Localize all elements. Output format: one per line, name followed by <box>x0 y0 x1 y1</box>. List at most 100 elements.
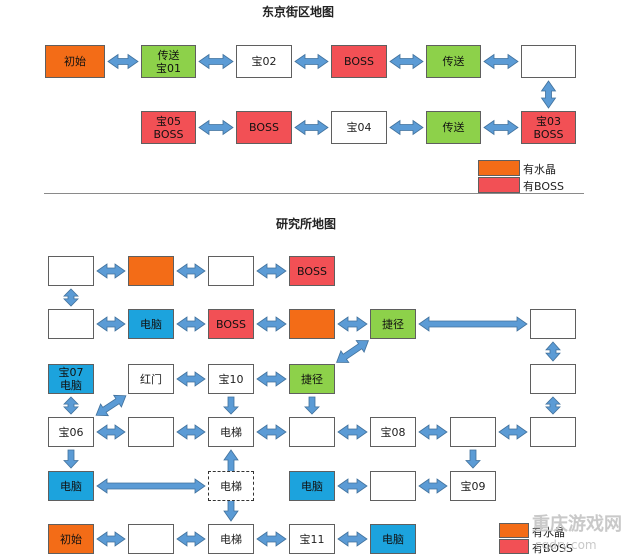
map2-node-r3f <box>530 364 576 394</box>
map1-node-boss2: BOSS <box>236 111 292 144</box>
map2-arrow-r4e-r4f <box>418 424 448 440</box>
map2-arrow-r3c-r3d <box>256 371 287 387</box>
map2-node-r6d: 宝11 <box>289 524 335 554</box>
map2-arrow-r4f-r5f <box>465 449 481 469</box>
map2-node-r4a: 宝06 <box>48 417 94 447</box>
map2-arrow-r5a-r5c <box>96 478 206 494</box>
map2-node-r2e: 捷径 <box>370 309 416 339</box>
map2-legend-swatch-crystal <box>499 523 529 538</box>
map2-arrow-r4a-r5a <box>63 449 79 469</box>
map1-arrow-t04-tp3 <box>389 119 424 136</box>
map2-node-r4d <box>289 417 335 447</box>
watermark-domain: cqdry.com <box>535 538 597 552</box>
map2-arrow-r4c-r4d <box>256 424 287 440</box>
map1-legend-boss: 有BOSS <box>523 180 564 193</box>
map2-arrow-r4f-r4g <box>498 424 528 440</box>
map2-arrow-r2e-r3d <box>336 340 369 363</box>
map1-node-boss1: BOSS <box>331 45 387 78</box>
map2-node-r6e: 电脑 <box>370 524 416 554</box>
map1-node-init: 初始 <box>45 45 105 78</box>
map2-node-r5d: 电脑 <box>289 471 335 501</box>
map2-node-r5a: 电脑 <box>48 471 94 501</box>
map2-node-r2b: 电脑 <box>128 309 174 339</box>
map2-arrow-r1a-r1b <box>96 263 126 279</box>
map2-node-r4e: 宝08 <box>370 417 416 447</box>
map2-node-r5f: 宝09 <box>450 471 496 501</box>
map2-arrow-r3f-r4g <box>545 396 561 415</box>
watermark-name: 重庆游戏网 <box>532 514 622 535</box>
map2-arrow-r3b-r3c <box>176 371 206 387</box>
map1-legend-swatch-crystal <box>478 160 520 176</box>
map1-arrow-tp2-e1 <box>483 53 519 70</box>
map2-arrow-r3c-r4c <box>223 396 239 415</box>
map2-node-r1d: BOSS <box>289 256 335 286</box>
map1-arrow-tp3-t03 <box>483 119 519 136</box>
map2-node-r4b <box>128 417 174 447</box>
section-divider <box>44 193 584 194</box>
map1-node-t05: 宝05 BOSS <box>141 111 196 144</box>
map2-node-r4c: 电梯 <box>208 417 254 447</box>
map1-arrow-init-tp1 <box>107 53 139 70</box>
map1-legend-swatch-boss <box>478 177 520 193</box>
map1-arrow-boss1-tp2 <box>389 53 424 70</box>
map2-node-r5e <box>370 471 416 501</box>
map2-arrow-r2b-r2c <box>176 316 206 332</box>
map2-arrow-r6d-r6e <box>337 531 368 547</box>
map2-node-r2d <box>289 309 335 339</box>
map2-arrow-r3b-r4a <box>95 394 127 417</box>
map2-node-r2c: BOSS <box>208 309 254 339</box>
map2-arrow-r2d-r2e <box>337 316 368 332</box>
map2-arrow-r2f-r3f <box>545 341 561 362</box>
map2-arrow-r1c-r1d <box>256 263 287 279</box>
map2-node-r1c <box>208 256 254 286</box>
map2-legend-crystal: 有水晶 <box>532 526 565 539</box>
map1-node-tp2: 传送 <box>426 45 481 78</box>
map2-node-r3a: 宝07 电脑 <box>48 364 94 394</box>
map2-arrow-r1b-r1c <box>176 263 206 279</box>
map2-arrow-r3d-r4d <box>304 396 320 415</box>
map1-arrow-e1-t03 <box>540 80 557 109</box>
map2-arrow-r3a-r4a <box>63 396 79 415</box>
map1-node-t04: 宝04 <box>331 111 387 144</box>
map1-node-t02: 宝02 <box>236 45 292 78</box>
map2-node-r3c: 宝10 <box>208 364 254 394</box>
map2-node-r3b: 红门 <box>128 364 174 394</box>
map2-node-r6c: 电梯 <box>208 524 254 554</box>
map2-arrow-r6a-r6b <box>96 531 126 547</box>
map2-node-r6b <box>128 524 174 554</box>
map2-node-r5c: 电梯 <box>208 471 254 501</box>
map2-node-r4f <box>450 417 496 447</box>
map2-node-r2a <box>48 309 94 339</box>
map2-arrow-r6b-r6c <box>176 531 206 547</box>
map1-legend-crystal: 有水晶 <box>523 163 556 176</box>
map2-arrow-r2e-r2f <box>418 316 528 332</box>
map2-node-r1a <box>48 256 94 286</box>
map1-node-tp3: 传送 <box>426 111 481 144</box>
map1-arrow-boss2-t04 <box>294 119 329 136</box>
map1-arrow-t02-boss1 <box>294 53 329 70</box>
map2-arrow-r6c-r6d <box>256 531 287 547</box>
map1-node-tp1: 传送 宝01 <box>141 45 196 78</box>
map2-node-r3d: 捷径 <box>289 364 335 394</box>
map2-arrow-r4d-r4e <box>337 424 368 440</box>
map2-arrow-r4b-r4c <box>176 424 206 440</box>
map1-node-e1 <box>521 45 576 78</box>
map2-arrow-r2a-r2b <box>96 316 126 332</box>
map2-arrow-r2c-r2d <box>256 316 287 332</box>
map2-node-r4g <box>530 417 576 447</box>
map2-arrow-r5d-r5e <box>337 478 368 494</box>
map1-arrow-tp1-t02 <box>198 53 234 70</box>
map1-node-t03: 宝03 BOSS <box>521 111 576 144</box>
map1-title: 东京街区地图 <box>262 5 335 19</box>
map2-arrow-r5e-r5f <box>418 478 448 494</box>
map2-arrow-r4a-r4b <box>96 424 126 440</box>
map2-node-r6a: 初始 <box>48 524 94 554</box>
map2-legend-boss: 有BOSS <box>532 542 573 555</box>
map2-legend-swatch-boss <box>499 539 529 554</box>
map2-arrow-r1a-r2a <box>63 288 79 307</box>
map1-arrow-t05-boss2 <box>198 119 234 136</box>
map2-node-r2f <box>530 309 576 339</box>
map2-title: 研究所地图 <box>276 217 337 231</box>
